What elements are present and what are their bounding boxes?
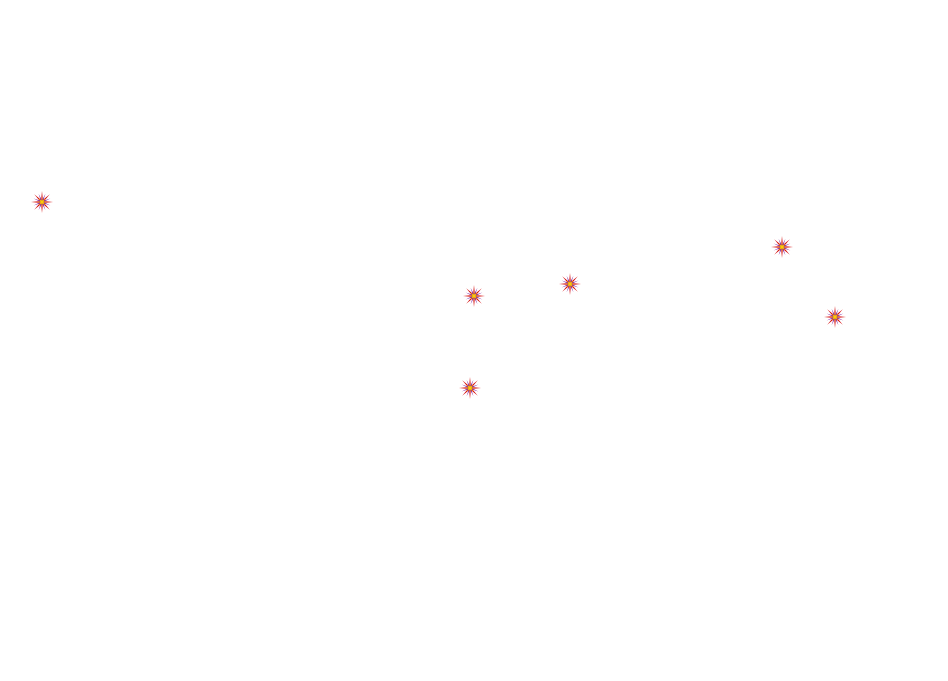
map-marker[interactable] bbox=[459, 377, 481, 399]
map-marker[interactable] bbox=[559, 273, 581, 295]
map-marker[interactable] bbox=[31, 191, 53, 213]
starburst-core bbox=[565, 279, 575, 289]
starburst-core bbox=[777, 242, 787, 252]
starburst-core bbox=[465, 383, 475, 393]
starburst-core bbox=[37, 197, 47, 207]
map-marker[interactable] bbox=[463, 285, 485, 307]
starburst-core bbox=[830, 312, 840, 322]
map-marker[interactable] bbox=[771, 236, 793, 258]
starburst-core bbox=[469, 291, 479, 301]
map-marker[interactable] bbox=[824, 306, 846, 328]
